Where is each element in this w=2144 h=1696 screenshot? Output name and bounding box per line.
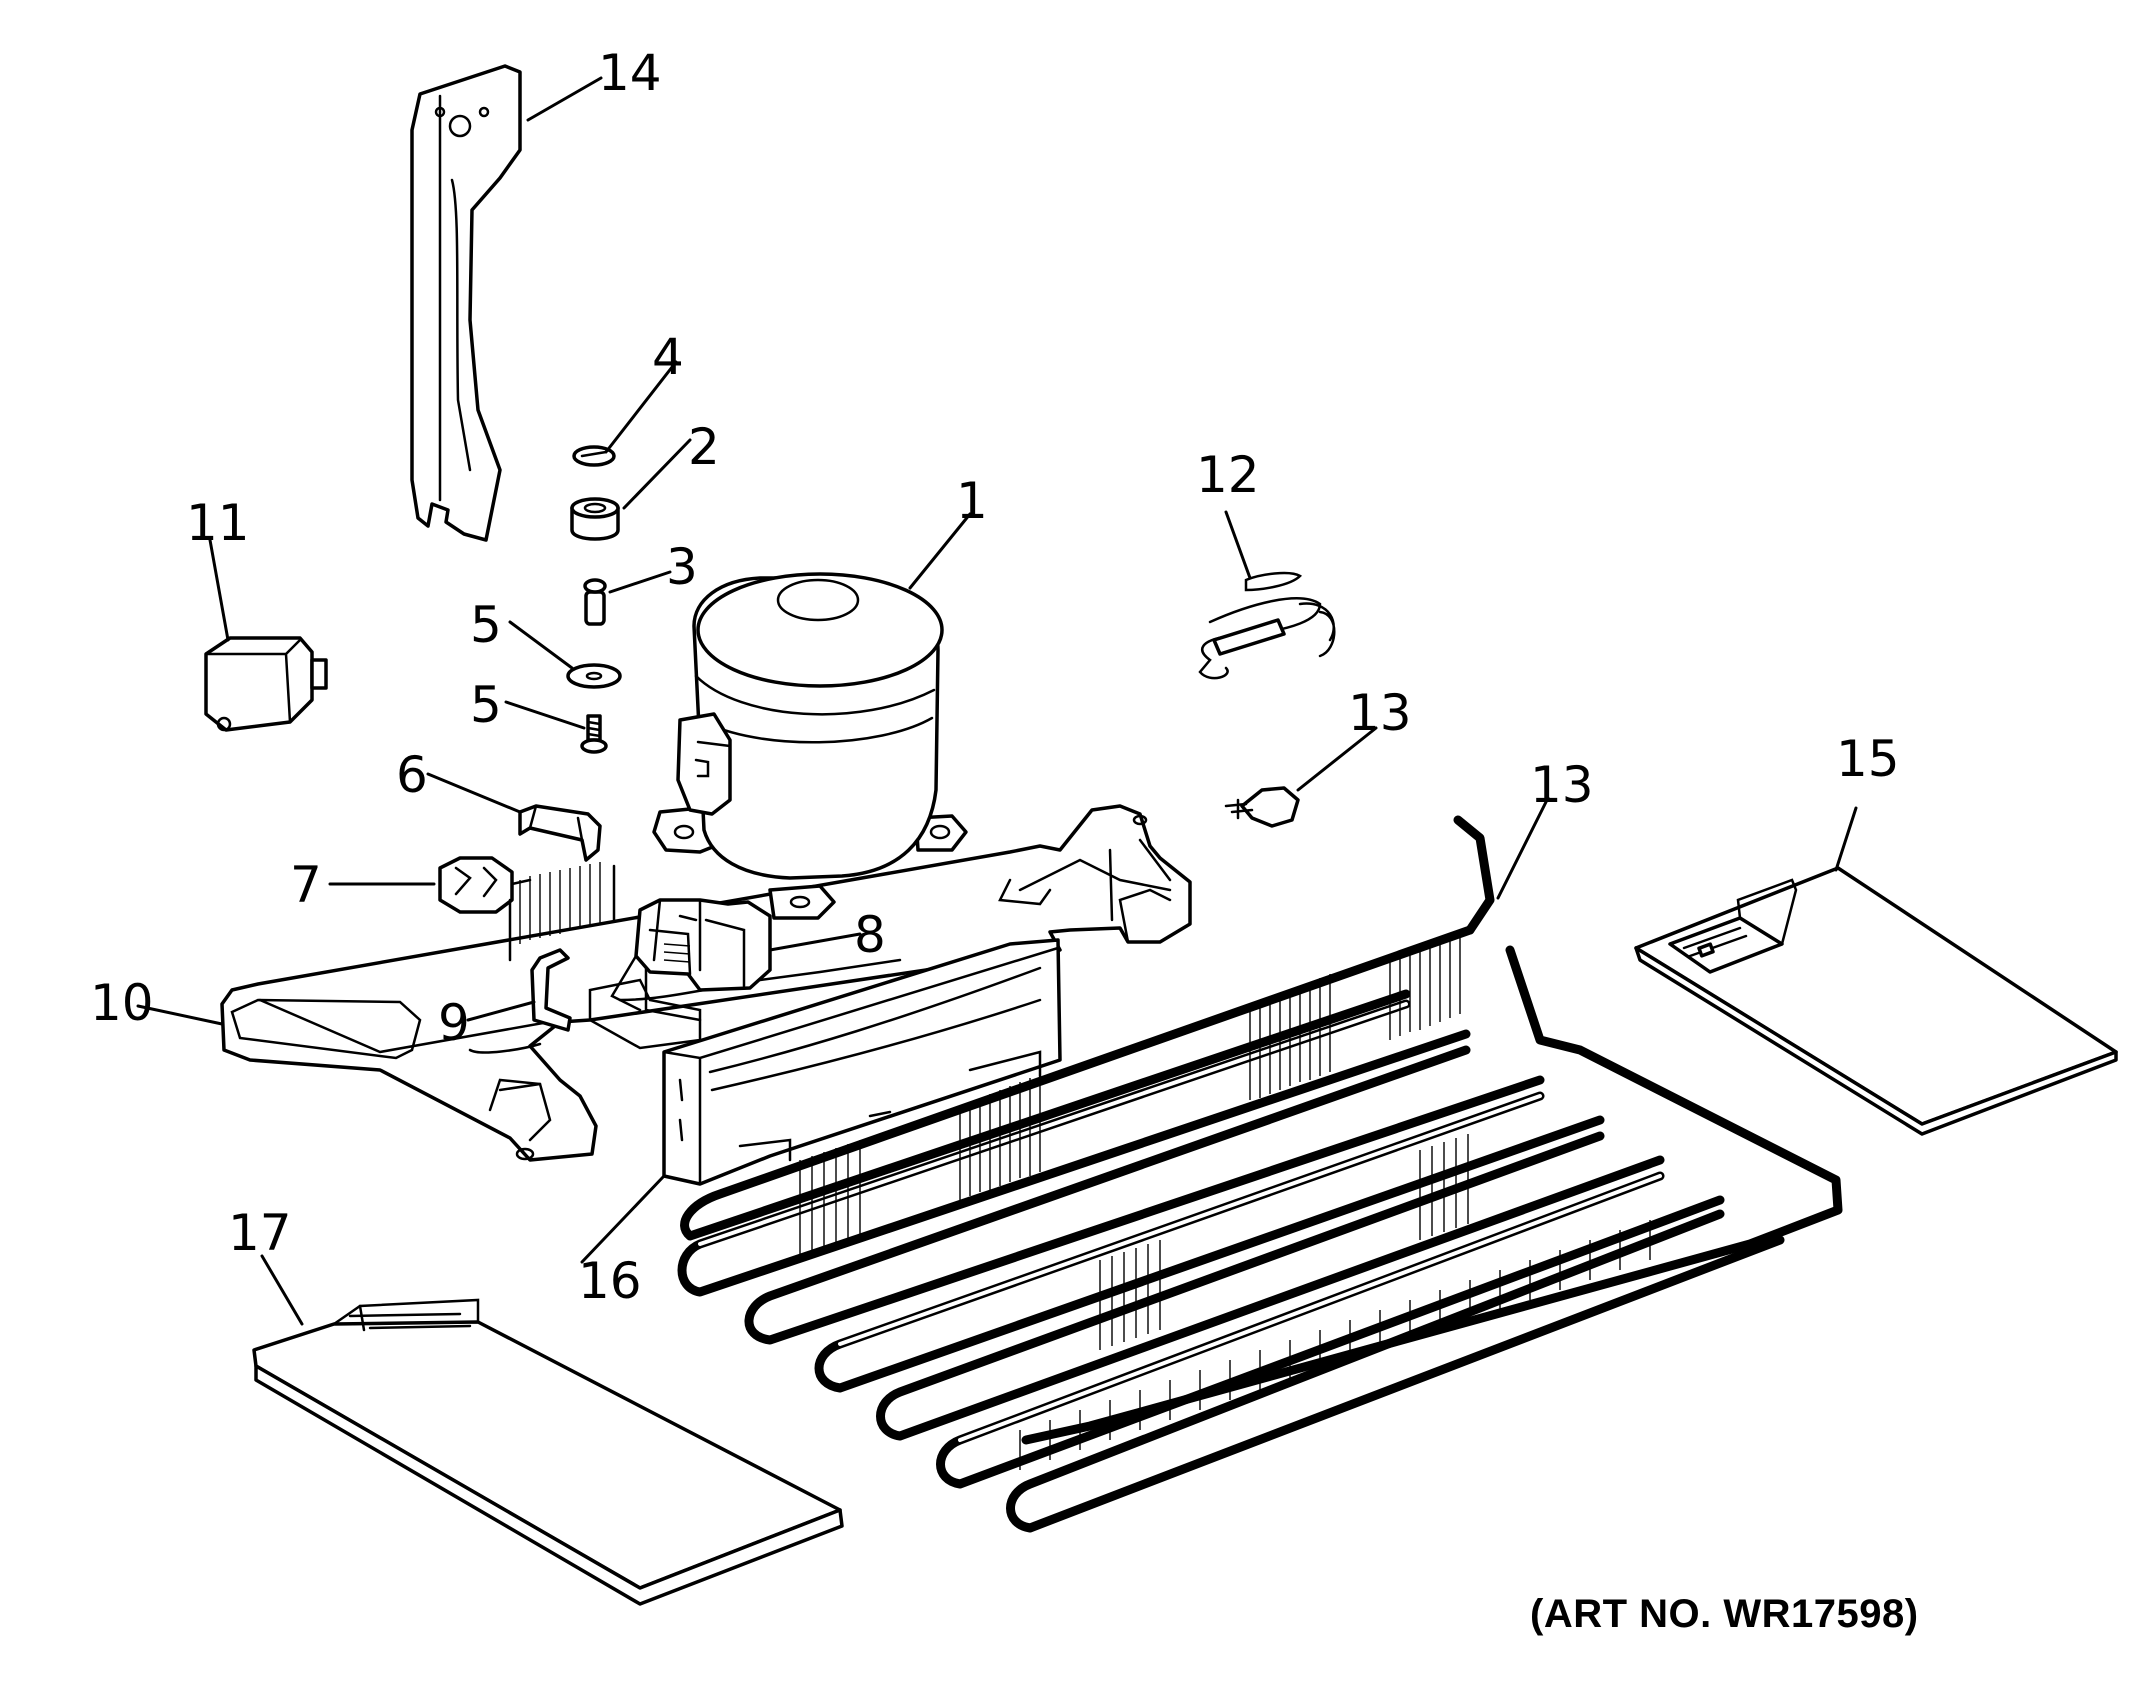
callout-1: 1 xyxy=(956,472,988,530)
callout-2: 2 xyxy=(688,418,720,476)
callout-4: 4 xyxy=(652,328,684,386)
callout-11: 11 xyxy=(186,494,250,552)
condenser-coil-part-13 xyxy=(677,815,1843,1533)
art-number: (ART NO. WR17598) xyxy=(1530,1592,1919,1636)
callout-7: 7 xyxy=(290,856,322,914)
mounting-bracket-part-14 xyxy=(410,64,522,542)
channel-part-16 xyxy=(662,938,1062,1186)
callout-labels: 1 2 3 4 5 5 6 7 8 9 10 11 12 13 13 14 15… xyxy=(90,44,1900,1310)
callout-15: 15 xyxy=(1836,730,1900,788)
callout-5b: 5 xyxy=(470,676,502,734)
grommet-part-2 xyxy=(570,497,620,541)
callout-9: 9 xyxy=(438,994,470,1052)
clamp-part-9 xyxy=(530,948,572,1032)
compressor-part-1 xyxy=(652,572,968,920)
grommet-stack xyxy=(566,445,622,754)
callout-16: 16 xyxy=(578,1252,642,1310)
callout-10: 10 xyxy=(90,974,154,1032)
callout-13a: 13 xyxy=(1348,684,1412,742)
callout-3: 3 xyxy=(666,538,698,596)
callout-5a: 5 xyxy=(470,596,502,654)
callout-12: 12 xyxy=(1196,446,1260,504)
relay-part-11 xyxy=(204,636,328,732)
callout-17: 17 xyxy=(228,1204,292,1262)
wire-harness xyxy=(508,862,616,962)
spring-clip-part-12 xyxy=(1198,571,1336,680)
overload-part-7 xyxy=(438,856,532,914)
relay-part-8 xyxy=(610,898,772,1012)
clip-part-13-small xyxy=(1224,786,1300,828)
sleeve-part-3 xyxy=(583,578,607,626)
callout-6: 6 xyxy=(396,746,428,804)
clip-part-6 xyxy=(518,804,602,862)
leader-lines xyxy=(136,76,1858,1326)
callout-8: 8 xyxy=(854,906,886,964)
pad-part-17 xyxy=(252,1298,844,1606)
callout-13b: 13 xyxy=(1530,756,1594,814)
screw-part-5 xyxy=(580,714,608,754)
pad-part-15 xyxy=(1634,866,2118,1136)
callout-14: 14 xyxy=(598,44,662,102)
washer-part-5 xyxy=(566,663,622,689)
